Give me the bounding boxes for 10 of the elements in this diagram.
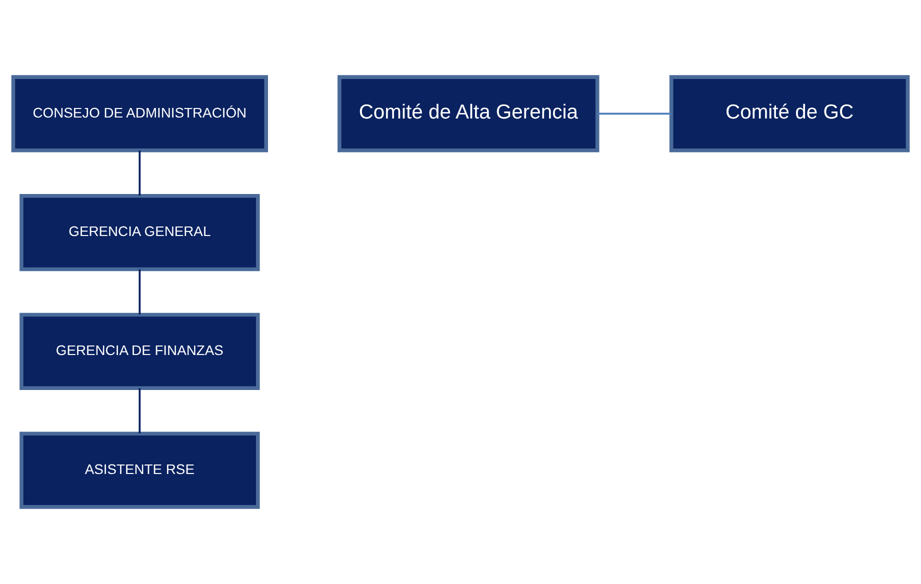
connector — [138, 388, 141, 434]
node-box: Comité de GC — [669, 75, 910, 152]
node-box: ASISTENTE RSE — [20, 432, 260, 509]
connector — [598, 112, 672, 115]
node-box: Comité de Alta Gerencia — [338, 75, 600, 152]
connector — [138, 150, 141, 196]
node-box: GERENCIA DE FINANZAS — [20, 312, 260, 390]
node-box: CONSEJO DE ADMINISTRACIÓN — [11, 75, 268, 152]
node-box: GERENCIA GENERAL — [20, 194, 260, 272]
connector — [138, 269, 141, 314]
